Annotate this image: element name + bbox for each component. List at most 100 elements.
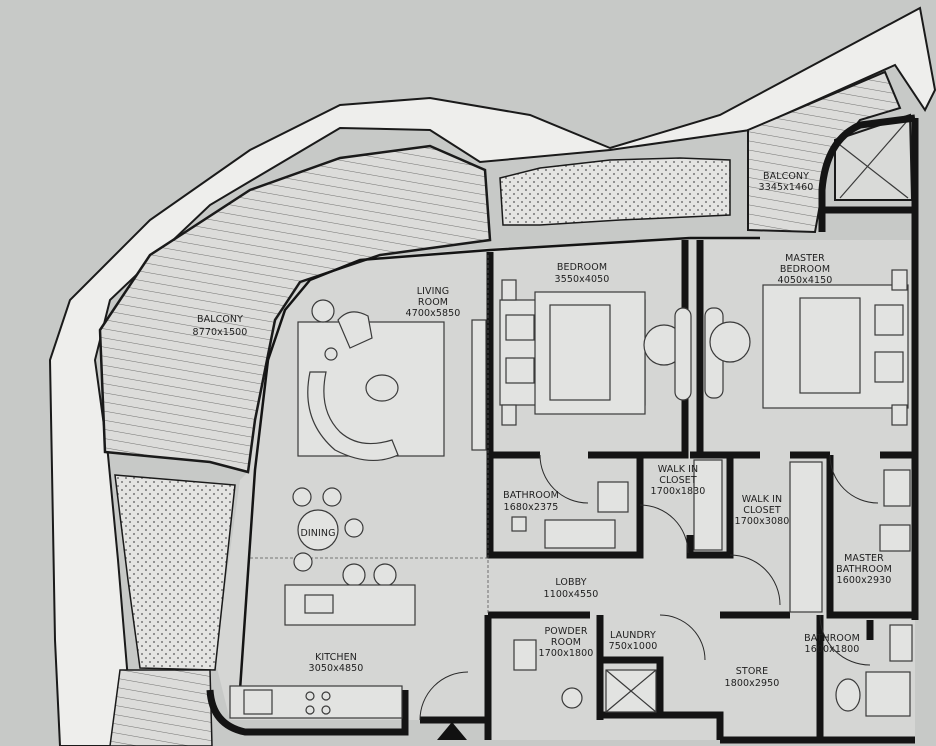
planter-southwest [109,669,213,746]
walk-in-closet-2-name-1: WALK IN [742,494,783,505]
doors [419,454,879,721]
living-room-name-1: LIVING [417,286,449,297]
bedroom-bench [674,307,692,401]
master-armchair [709,321,751,363]
master-bathroom-name-1: MASTER [844,553,884,564]
master-toilet [879,524,911,552]
wardrobe-1 [693,459,723,551]
sofa [307,371,399,462]
shaft-cross [839,144,909,199]
master-nightstand [891,269,908,291]
master-bedroom-name-2: BEDROOM [780,264,830,275]
bar-stool [373,563,397,587]
side-table [324,347,338,361]
bath2-shower [865,671,911,717]
nightstand [501,279,517,301]
dining-table [297,509,339,551]
balcony-east-name: BALCONY [763,171,809,182]
master-furniture [704,269,909,426]
hob-burner [305,691,315,701]
kitchen-name: KITCHEN [315,652,357,663]
bed [534,291,646,415]
kitchen-island [284,584,416,626]
vanity-bath1 [544,519,616,549]
master-duvet [799,297,861,394]
master-bed [762,284,909,409]
laundry-name: LAUNDRY [610,630,656,641]
dining-furniture [284,487,416,626]
bedroom-name: BEDROOM [557,262,607,273]
kitchen-furniture [229,685,403,719]
entrance-arrow-icon [437,722,467,740]
powder-toilet [513,639,537,671]
walk-in-closet-2-size: 1700x3080 [735,516,790,527]
walk-in-closet-2-name-2: CLOSET [743,505,781,516]
planter-west [114,474,236,671]
master-sink [883,469,911,507]
master-bathroom-name-2: BATHROOM [836,564,892,575]
master-pillow [874,351,904,383]
room-labels: BALCONY 8770x1500 BALCONY 3345x1460 LIVI… [193,171,892,689]
island-sink [304,594,334,614]
armchair [337,311,373,349]
bed-duvet [549,304,611,401]
living-room-name-2: ROOM [418,297,448,308]
dining-name: DINING [300,528,335,539]
bath2-sink [889,624,913,662]
planter-north [499,157,731,226]
store-name: STORE [736,666,768,677]
master-bathroom-size: 1600x2930 [837,575,892,586]
laundry-size: 750x1000 [609,641,658,652]
balcony-west-name: BALCONY [197,314,243,325]
kitchen-size: 3050x4850 [309,663,364,674]
nightstand [501,404,517,426]
kitchen-counter [229,685,403,719]
walk-in-closet-1-name-1: WALK IN [658,464,699,475]
balcony-west-area [98,144,492,474]
balcony-west-size: 8770x1500 [193,327,248,338]
bathroom-2-size: 1600x1800 [805,644,860,655]
dining-chair [292,487,312,507]
living-furniture [297,299,487,462]
kitchen-sink [243,689,273,715]
lobby-size: 1100x4550 [544,589,599,600]
bathroom-1-name: BATHROOM [503,490,559,501]
laundry-cross-2 [605,669,657,713]
bathroom-2-name: BATHROOM [804,633,860,644]
hob-burner [321,705,331,715]
dining-chair [293,552,313,572]
bar-stool [342,563,366,587]
balcony-east-size: 3345x1460 [759,182,814,193]
master-nightstand [891,404,908,426]
bath2-toilet [835,678,861,712]
master-bedroom-name-1: MASTER [785,253,825,264]
master-bedroom-size: 4050x4150 [778,275,833,286]
floor-lamp [311,299,335,323]
tv-unit [471,319,487,451]
coffee-table [365,374,399,402]
powder-room-name-1: POWDER [544,626,587,637]
hob-burner [305,705,315,715]
walk-in-closet-1-size: 1700x1830 [651,486,706,497]
living-room-size: 4700x5850 [406,308,461,319]
pillow [505,357,535,384]
shower-drain [511,516,527,532]
bedroom-furniture [499,279,692,426]
powder-room-name-2: ROOM [551,637,581,648]
master-pillow [874,304,904,336]
lobby-name: LOBBY [555,577,586,588]
powder-sink [561,687,583,709]
powder-room-size: 1700x1800 [539,648,594,659]
walk-in-closet-1-name-2: CLOSET [659,475,697,486]
dining-chair [322,487,342,507]
toilet-bath1 [597,481,629,513]
bedroom-size: 3550x4050 [555,274,610,285]
bathroom-1-size: 1680x2375 [504,502,559,513]
hob-burner [321,691,331,701]
shaft-cross-2 [839,119,909,199]
bathroom-fixtures [511,459,913,717]
pillow [505,314,535,341]
store-size: 1800x2950 [725,678,780,689]
wardrobe-2 [789,461,823,613]
